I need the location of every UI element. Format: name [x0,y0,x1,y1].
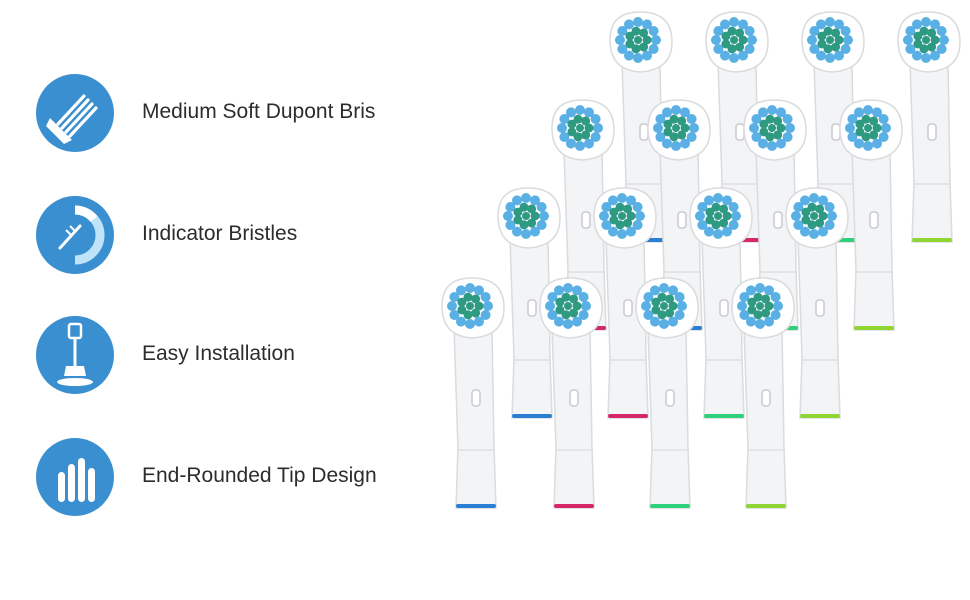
feature-indicator-bristles: Indicator Bristles [36,196,396,274]
feature-label: Medium Soft Dupont Bris [142,100,376,123]
brush-head [539,277,603,509]
brush-head [593,187,657,419]
feature-label: End-Rounded Tip Design [142,464,377,487]
rounded-tips-icon [36,438,114,516]
feature-label: Easy Installation [142,342,295,365]
brush-head [731,277,795,509]
indicator-gauge-icon [36,196,114,274]
brush-head [647,99,711,331]
brush-head [635,277,699,509]
feature-label: Indicator Bristles [142,222,298,245]
brush-head [689,187,753,419]
brush-head [897,11,961,243]
brush-head [441,277,505,509]
feature-easy-installation: Easy Installation [36,316,396,394]
brush-mount-icon [36,316,114,394]
toothbrush-heads-photo [400,0,970,600]
feature-dupont-bristles: Medium Soft Dupont Bris [36,74,396,152]
bristle-comb-icon [36,74,114,152]
brush-head [497,187,561,419]
feature-list: Medium Soft Dupont Bris Indicator Bristl… [0,0,400,600]
toothbrush-heads-image [441,11,961,509]
brush-head [785,187,849,419]
feature-end-rounded-tips: End-Rounded Tip Design [36,438,396,516]
brush-head [839,99,903,331]
